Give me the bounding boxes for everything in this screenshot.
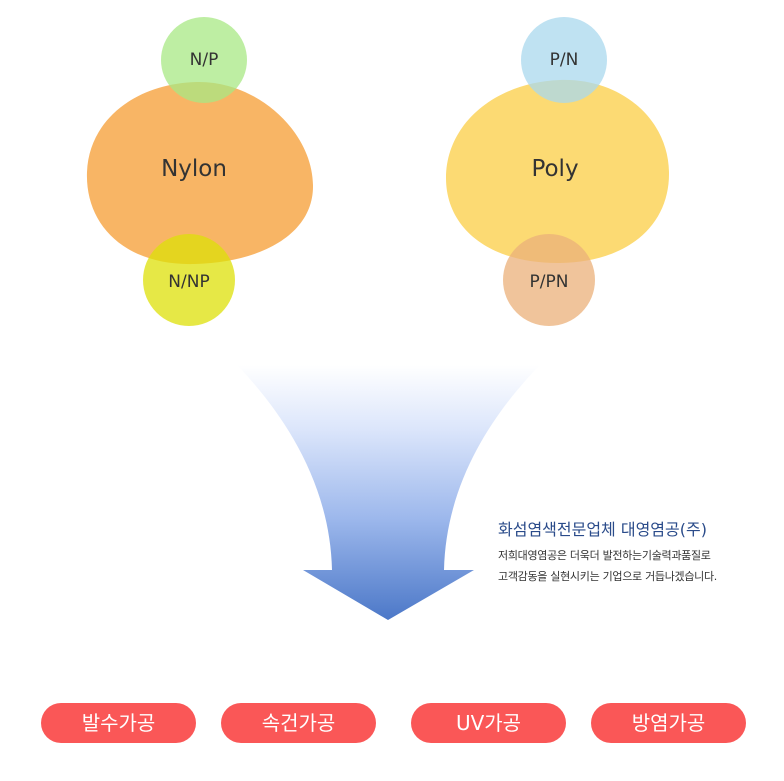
process-pill-quick-dry[interactable]: 속건가공 xyxy=(221,703,376,743)
nylon-blob xyxy=(86,81,314,265)
poly-label: Poly xyxy=(531,156,579,182)
process-pill-water-repellent[interactable]: 발수가공 xyxy=(41,703,196,743)
pn-label: P/N xyxy=(549,50,579,70)
poly-blob xyxy=(446,79,670,264)
company-description-line1: 저희대영염공은 더욱더 발전하는기술력과품질로 xyxy=(498,549,711,562)
process-pill-flame-retardant[interactable]: 방염가공 xyxy=(591,703,746,743)
process-pill-uv[interactable]: UV가공 xyxy=(411,703,566,743)
np-circle xyxy=(161,17,247,103)
nnp-label: N/NP xyxy=(168,272,210,292)
funnel-arrow xyxy=(237,365,540,620)
company-description-line2: 고객감동을 실현시키는 기업으로 거듭나겠습니다. xyxy=(498,570,718,583)
ppn-label: P/PN xyxy=(529,272,569,292)
np-label: N/P xyxy=(189,50,219,70)
ppn-circle xyxy=(503,234,595,326)
company-title: 화섬염색전문업체 대영염공(주) xyxy=(498,520,707,539)
nnp-circle xyxy=(143,234,235,326)
pn-circle xyxy=(521,17,607,103)
nylon-label: Nylon xyxy=(161,156,227,182)
